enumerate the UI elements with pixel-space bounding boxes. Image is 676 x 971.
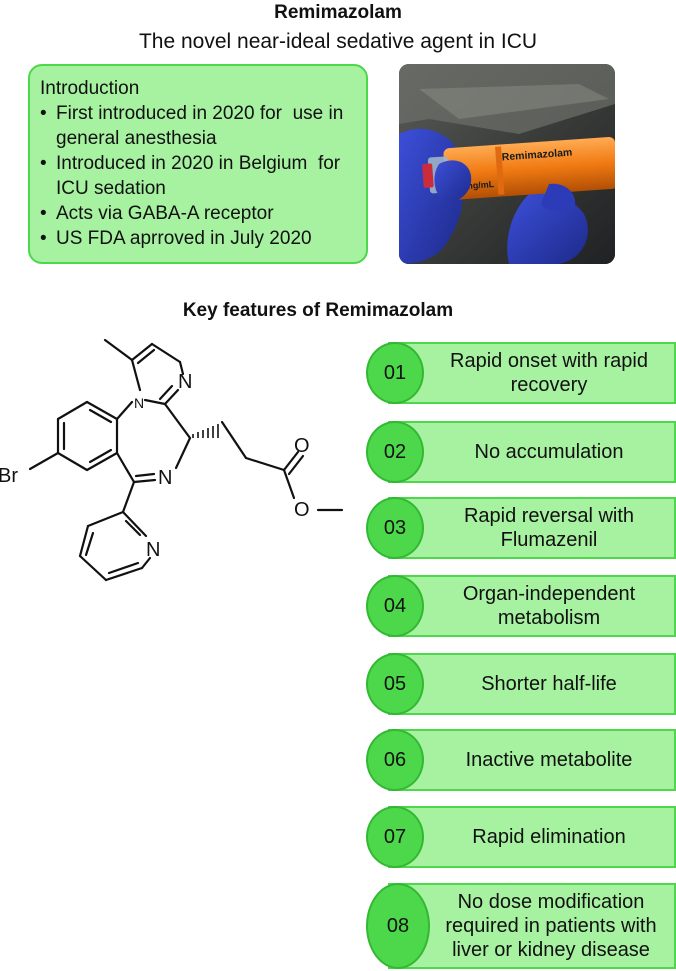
feature-number: 07 bbox=[366, 806, 424, 868]
feature-item: 07 Rapid elimination bbox=[366, 806, 676, 868]
feature-item: 08 No dose modification required in pati… bbox=[366, 883, 676, 969]
atom-oxygen-ester: O bbox=[294, 499, 310, 521]
vial-label: Remimazolam bbox=[501, 147, 572, 164]
feature-item: 05 Shorter half-life bbox=[366, 653, 676, 715]
feature-number: 08 bbox=[366, 883, 430, 969]
feature-bar bbox=[388, 653, 676, 715]
introduction-heading: Introduction bbox=[40, 78, 140, 99]
feature-text: No accumulation bbox=[474, 441, 624, 463]
feature-item: 04 Organ-independent metabolism bbox=[366, 575, 676, 637]
chemical-structure-drawing: Br N N N N O O bbox=[0, 338, 344, 582]
feature-number: 02 bbox=[366, 421, 424, 483]
feature-number: 04 bbox=[366, 575, 424, 637]
introduction-item: Acts via GABA-A receptor bbox=[40, 201, 358, 226]
introduction-item: Introduced in 2020 in Belgium for ICU se… bbox=[40, 151, 358, 201]
feature-number: 01 bbox=[366, 342, 424, 404]
atom-nitrogen-imidazole: N bbox=[178, 371, 192, 393]
vial-photo-illustration: Remimazolam 2.5 mg/mL bbox=[399, 64, 615, 264]
feature-bar bbox=[388, 342, 676, 404]
atom-nitrogen-imine: N bbox=[158, 467, 172, 489]
feature-bar bbox=[388, 806, 676, 868]
feature-number: 06 bbox=[366, 729, 424, 791]
feature-text: Rapid elimination bbox=[472, 826, 626, 848]
feature-text: Rapid onset with rapid recovery bbox=[450, 350, 648, 396]
feature-item: 06 Inactive metabolite bbox=[366, 729, 676, 791]
feature-text: No dose modification required in patient… bbox=[445, 891, 657, 961]
vial-photo: Remimazolam 2.5 mg/mL bbox=[399, 64, 615, 264]
atom-oxygen-carbonyl: O bbox=[294, 435, 310, 457]
feature-item: 02 No accumulation bbox=[366, 421, 676, 483]
introduction-item: US FDA aprroved in July 2020 bbox=[40, 226, 358, 251]
introduction-item: First introduced in 2020 for use in gene… bbox=[40, 101, 358, 151]
feature-number: 03 bbox=[366, 497, 424, 559]
feature-bar bbox=[388, 575, 676, 637]
feature-text: Inactive metabolite bbox=[465, 749, 633, 771]
introduction-box: Introduction First introduced in 2020 fo… bbox=[28, 64, 368, 264]
feature-item: 01 Rapid onset with rapid recovery bbox=[366, 342, 676, 404]
page-subtitle: The novel near-ideal sedative agent in I… bbox=[138, 30, 538, 53]
introduction-list: First introduced in 2020 for use in gene… bbox=[40, 101, 358, 251]
feature-bar bbox=[388, 497, 676, 559]
feature-text: Rapid reversal with Flumazenil bbox=[463, 505, 635, 551]
feature-item: 03 Rapid reversal with Flumazenil bbox=[366, 497, 676, 559]
atom-bromine: Br bbox=[0, 465, 18, 487]
remimazolam-structure: Br N N N N O O bbox=[0, 330, 350, 620]
atom-nitrogen-pyridine: N bbox=[146, 539, 160, 561]
feature-bar bbox=[388, 421, 676, 483]
page-title: Remimazolam bbox=[274, 2, 402, 23]
atom-nitrogen-bridge: N bbox=[134, 395, 144, 411]
feature-bar bbox=[388, 729, 676, 791]
feature-number: 05 bbox=[366, 653, 424, 715]
feature-text: Shorter half-life bbox=[481, 673, 617, 695]
key-features-title: Key features of Remimazolam bbox=[182, 300, 454, 321]
feature-bar bbox=[388, 883, 676, 969]
feature-text: Organ-independent metabolism bbox=[462, 583, 636, 629]
